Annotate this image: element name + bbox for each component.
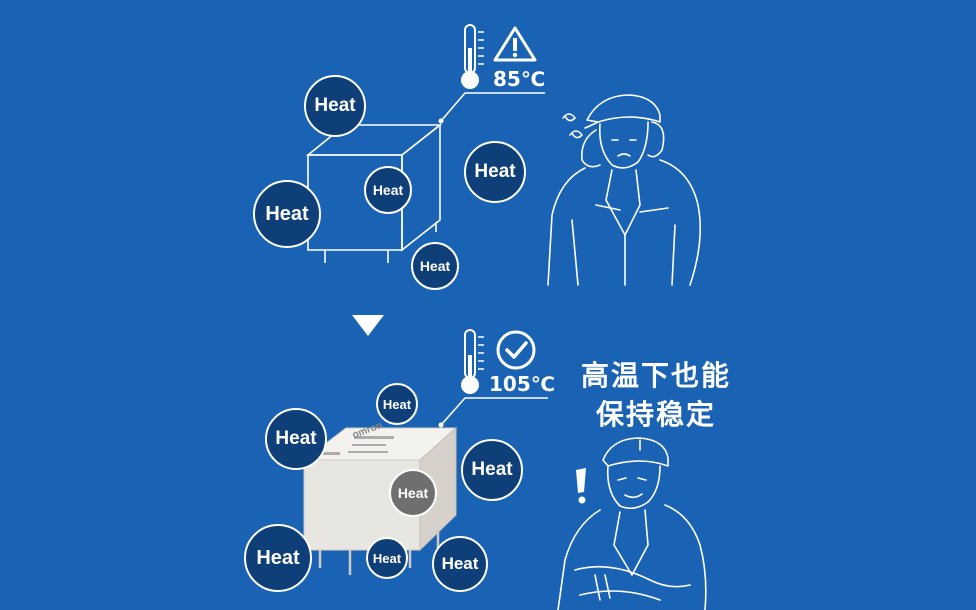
worried-worker-illustration xyxy=(547,94,702,286)
arrow-down-icon xyxy=(352,315,384,336)
heat-bubble: Heat xyxy=(364,166,412,214)
heat-bubble: Heat xyxy=(411,242,459,290)
check-icon xyxy=(496,330,536,370)
heat-bubble: Heat xyxy=(376,383,418,425)
heat-bubble: Heat xyxy=(265,408,327,470)
heat-bubble: Heat xyxy=(464,141,526,203)
heat-bubble: Heat xyxy=(461,439,523,501)
thermometer-icon xyxy=(461,24,484,89)
leader-line-top xyxy=(440,92,545,122)
caption-line-2: 保持稳定 xyxy=(595,398,716,431)
thermometer-icon xyxy=(461,329,484,394)
leader-line-bottom xyxy=(440,397,548,426)
heat-bubble: Heat xyxy=(366,537,408,579)
heat-bubble: Heat xyxy=(432,536,488,592)
warning-icon xyxy=(493,26,537,62)
temperature-label-top: 85℃ xyxy=(493,67,546,91)
temperature-label-bottom: 105℃ xyxy=(489,372,555,396)
caption-line-1: 高温下也能 xyxy=(580,359,731,392)
heat-bubble: Heat xyxy=(253,180,321,248)
exclamation-icon xyxy=(576,468,586,504)
heat-bubble: Heat xyxy=(244,524,312,592)
heat-bubble: Heat xyxy=(304,75,366,137)
confident-worker-illustration xyxy=(557,437,707,610)
heat-bubble: Heat xyxy=(389,469,437,517)
omron-relay xyxy=(302,426,458,575)
